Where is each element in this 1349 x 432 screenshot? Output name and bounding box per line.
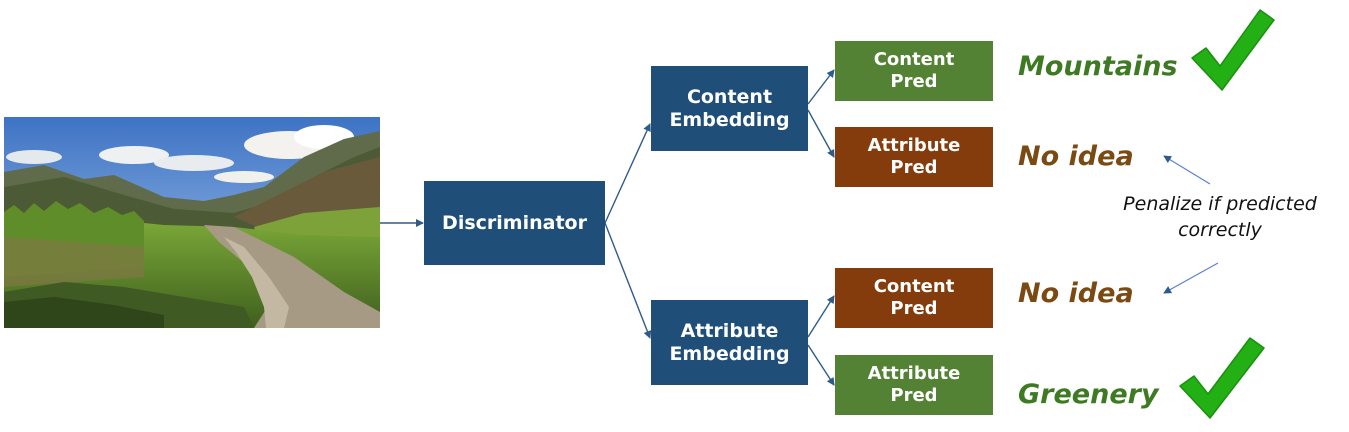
result-no-idea-top: No idea [1018, 141, 1134, 172]
pred-label-line1: Content [873, 49, 955, 71]
penalty-note-line1: Penalize if predicted [1123, 193, 1317, 215]
content-pred-box-bottom: Content Pred [835, 268, 993, 328]
content-embedding-label-line1: Content [686, 85, 773, 108]
arrow-discriminator-to-attribute-embedding [604, 222, 652, 339]
attribute-embedding-box: Attribute Embedding [651, 300, 808, 385]
arrow-ce-to-content-pred [807, 69, 835, 105]
mountain-landscape-photo [4, 117, 380, 328]
pred-label-line1: Content [873, 276, 955, 298]
discriminator-label: Discriminator [442, 211, 587, 234]
arrow-note-to-no-idea-bottom [1163, 262, 1219, 294]
pred-label-line2: Pred [890, 298, 938, 319]
attribute-embedding-label-line1: Attribute [680, 319, 779, 342]
pred-label-line1: Attribute [867, 135, 961, 157]
penalty-note-line2: correctly [1178, 218, 1262, 241]
attribute-embedding-label-line2: Embedding [669, 342, 790, 365]
checkmark-icon [1191, 9, 1275, 91]
result-no-idea-bottom: No idea [1018, 278, 1134, 309]
content-pred-box-top: Content Pred [835, 41, 993, 101]
pred-label-line1: Attribute [867, 363, 961, 385]
arrow-ae-to-content-pred [807, 295, 835, 338]
pred-label-line2: Pred [890, 385, 938, 406]
result-greenery: Greenery [1018, 379, 1159, 410]
arrow-ce-to-attribute-pred [807, 109, 835, 158]
checkmark-icon [1179, 337, 1265, 419]
content-embedding-label-line2: Embedding [669, 108, 790, 131]
discriminator-box: Discriminator [424, 181, 605, 265]
arrow-discriminator-to-content-embedding [604, 123, 651, 224]
attribute-pred-box-bottom: Attribute Pred [835, 355, 993, 415]
arrow-ae-to-attribute-pred [807, 344, 835, 386]
arrow-note-to-no-idea-top [1163, 155, 1211, 185]
content-embedding-box: Content Embedding [651, 66, 808, 151]
attribute-pred-box-top: Attribute Pred [835, 127, 993, 187]
pred-label-line2: Pred [890, 157, 938, 178]
pred-label-line2: Pred [890, 71, 938, 92]
penalty-note: Penalize if predicted correctly [1100, 192, 1340, 243]
result-mountains: Mountains [1018, 51, 1178, 82]
